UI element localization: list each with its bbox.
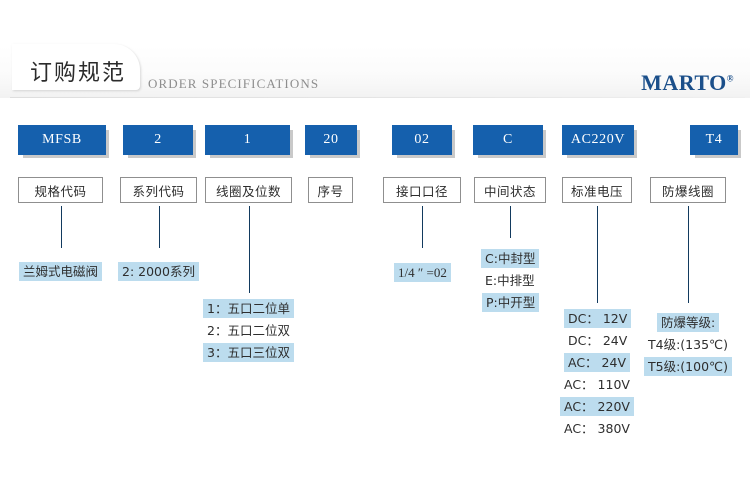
- option-chip: 2：五口二位双: [207, 323, 290, 338]
- code-box-6[interactable]: C: [473, 125, 543, 155]
- field-label-text: 标准电压: [570, 183, 623, 199]
- code-box-value: C: [503, 132, 513, 147]
- connector-line-1: [61, 206, 62, 248]
- connector-line-8: [688, 206, 689, 303]
- connector-line-7: [597, 206, 598, 303]
- code-box-value: 2: [154, 132, 162, 147]
- code-box-4[interactable]: 20: [305, 125, 357, 155]
- option-chip: E:中排型: [485, 273, 535, 288]
- code-box-value: 1: [243, 132, 252, 147]
- option-chip: P:中开型: [482, 293, 540, 312]
- registered-trademark-icon: ®: [726, 73, 734, 84]
- brand-logo: MARTO®: [641, 70, 734, 96]
- code-box-3[interactable]: 1: [205, 125, 290, 155]
- connector-line-6: [510, 206, 511, 238]
- connector-line-5: [422, 206, 423, 248]
- field-label-text: 规格代码: [34, 183, 87, 199]
- option-chip: 3：五口三位双: [203, 343, 294, 362]
- code-box-value: 02: [414, 132, 430, 147]
- option-chip: AC： 110V: [564, 377, 630, 392]
- connector-line-3: [249, 206, 250, 293]
- option-chip: 1：五口二位单: [203, 299, 294, 318]
- option-chip: 2: 2000系列: [118, 262, 199, 281]
- field-label-text: 线圈及位数: [215, 183, 281, 199]
- option-chip: AC： 380V: [564, 421, 630, 436]
- field-label-text: 系列代码: [132, 183, 185, 199]
- option-chip: DC： 12V: [564, 309, 632, 328]
- option-chip: AC： 220V: [560, 397, 634, 416]
- code-box-5[interactable]: 02: [392, 125, 452, 155]
- page-title-cn: 订购规范: [30, 61, 127, 86]
- code-box-2[interactable]: 2: [123, 125, 193, 155]
- field-label-7: 标准电压: [562, 177, 632, 203]
- field-label-8: 防爆线圈: [650, 177, 726, 203]
- code-box-7[interactable]: AC220V: [562, 125, 634, 155]
- option-chip: T4级:(135℃): [648, 337, 728, 352]
- option-chip: DC： 24V: [568, 333, 628, 348]
- field-label-2: 系列代码: [120, 177, 197, 203]
- brand-logo-text: MARTO: [641, 70, 727, 95]
- field-label-1: 规格代码: [18, 177, 103, 203]
- code-box-value: 20: [323, 132, 339, 147]
- field-label-text: 序号: [317, 183, 344, 199]
- field-label-text: 接口口径: [395, 183, 448, 199]
- option-chip: AC： 24V: [564, 353, 630, 372]
- code-box-8[interactable]: T4: [690, 125, 738, 155]
- option-chip: 1/4 ″ =02: [394, 263, 451, 282]
- option-chip: C:中封型: [481, 249, 540, 268]
- field-label-text: 防爆线圈: [661, 183, 714, 199]
- option-chip: T5级:(100℃): [644, 357, 732, 376]
- code-box-1[interactable]: MFSB: [18, 125, 106, 155]
- code-box-value: MFSB: [42, 132, 82, 147]
- field-label-3: 线圈及位数: [205, 177, 292, 203]
- field-label-text: 中间状态: [483, 183, 536, 199]
- connector-line-2: [159, 206, 160, 248]
- header-divider: [10, 97, 745, 98]
- page-title-en: ORDER SPECIFICATIONS: [148, 76, 320, 91]
- code-box-value: AC220V: [570, 132, 626, 147]
- field-label-5: 接口口径: [383, 177, 461, 203]
- field-label-6: 中间状态: [474, 177, 546, 203]
- header-title-plate: [12, 44, 140, 90]
- field-label-4: 序号: [308, 177, 353, 203]
- option-chip: 兰姆式电磁阀: [19, 262, 103, 281]
- code-box-value: T4: [705, 132, 723, 147]
- option-chip: 防爆等级:: [657, 313, 720, 332]
